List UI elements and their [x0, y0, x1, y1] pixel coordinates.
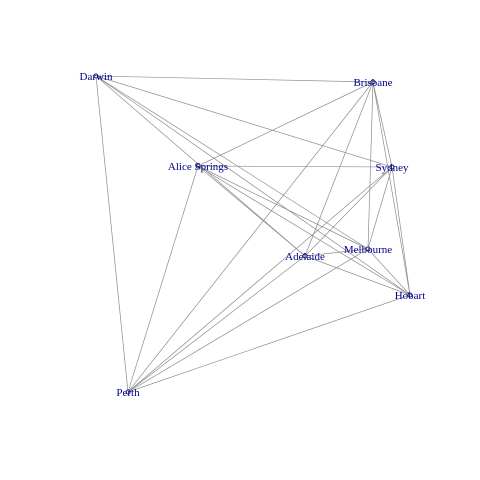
node-label-hobart: Hobart: [395, 290, 426, 302]
node-label-darwin: Darwin: [80, 71, 113, 83]
node-label-alice: Alice Springs: [168, 161, 228, 173]
edge-sydney-melbourne: [367, 166, 393, 250]
edge-alice-melbourne: [197, 165, 369, 250]
edge-alice-hobart: [197, 165, 411, 296]
node-alice: [195, 163, 201, 169]
edge-brisbane-melbourne: [367, 81, 374, 250]
edge-sydney-hobart: [391, 166, 411, 296]
edges-layer: [95, 75, 411, 393]
edge-alice-sydney: [197, 165, 393, 168]
edge-darwin-sydney: [95, 75, 393, 168]
edge-alice-perth: [127, 165, 199, 393]
node-label-adelaide: Adelaide: [285, 251, 325, 263]
edge-darwin-perth: [95, 75, 129, 393]
edge-darwin-melbourne: [95, 75, 369, 250]
node-perth: [125, 389, 131, 395]
node-label-brisbane: Brisbane: [353, 77, 392, 89]
node-brisbane: [370, 79, 376, 85]
node-adelaide: [302, 253, 308, 259]
node-label-sydney: Sydney: [376, 162, 410, 174]
node-darwin: [93, 73, 99, 79]
edge-sydney-adelaide: [304, 166, 393, 257]
edge-alice-adelaide: [197, 165, 306, 257]
edge-adelaide-perth: [127, 255, 306, 393]
node-hobart: [407, 292, 413, 298]
edge-sydney-perth: [127, 166, 393, 393]
edge-melbourne-adelaide: [304, 248, 369, 257]
node-sydney: [389, 164, 395, 170]
edge-darwin-hobart: [95, 75, 411, 296]
edge-brisbane-hobart: [372, 81, 411, 296]
edge-darwin-brisbane: [95, 75, 374, 83]
edge-adelaide-hobart: [304, 255, 411, 296]
edge-alice-brisbane: [197, 81, 374, 167]
node-label-melbourne: Melbourne: [344, 244, 392, 256]
edge-melbourne-hobart: [367, 248, 411, 296]
edge-melbourne-perth: [127, 248, 369, 393]
edge-brisbane-sydney: [372, 81, 393, 168]
edge-brisbane-perth: [127, 81, 374, 393]
edge-brisbane-adelaide: [304, 81, 374, 257]
node-label-perth: Perth: [116, 387, 140, 399]
node-melbourne: [365, 246, 371, 252]
nodes-layer: [93, 73, 413, 395]
edge-hobart-perth: [127, 294, 411, 393]
